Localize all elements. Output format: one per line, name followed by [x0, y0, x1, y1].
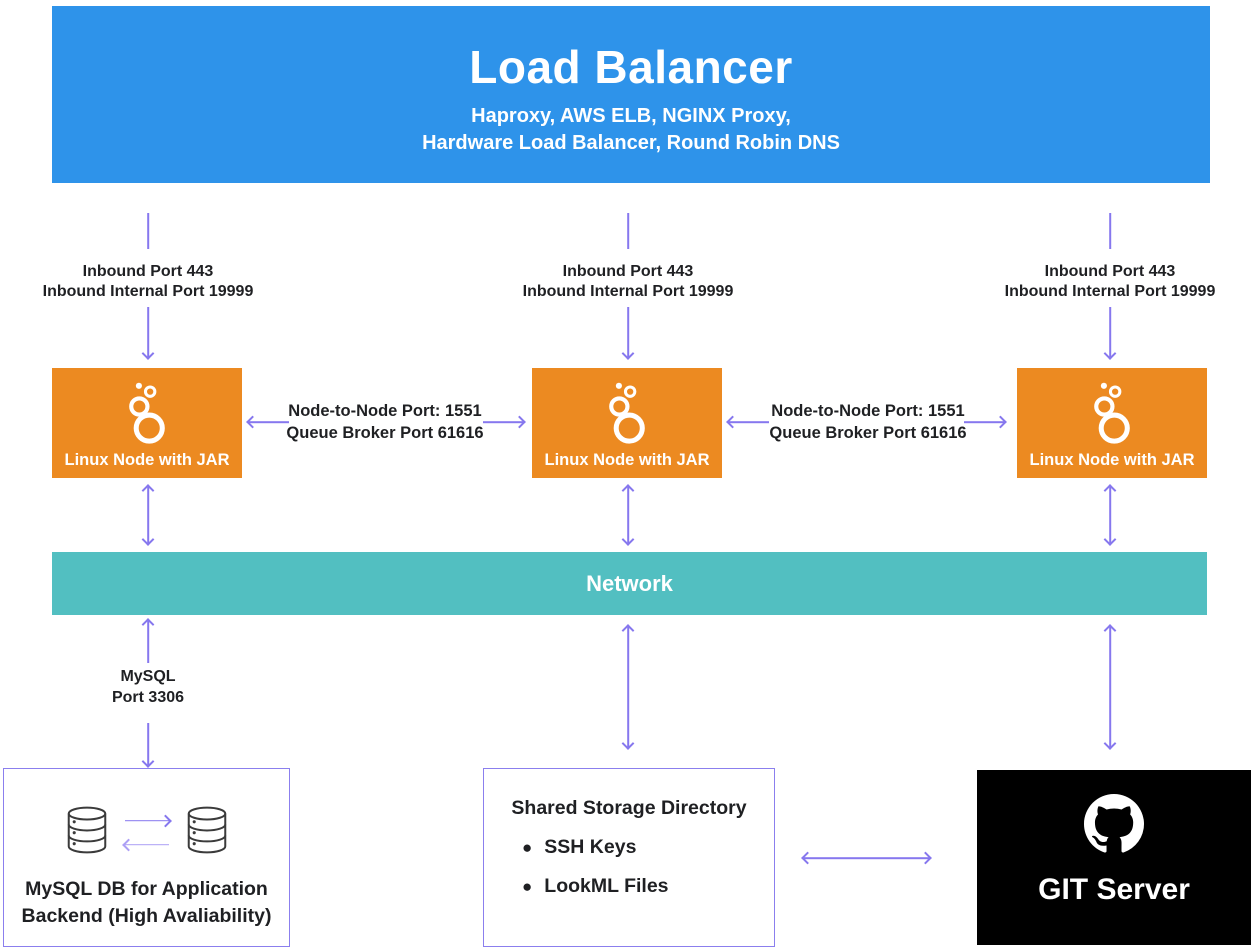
git-server-box: GIT Server: [977, 770, 1251, 945]
network-label: Network: [586, 571, 673, 596]
arrow-node-link-1-left: [246, 415, 290, 429]
looker-icon: [1080, 375, 1144, 452]
linux-node-box-right: Linux Node with JAR: [1017, 368, 1207, 478]
shared-storage-item-lookml-files: ● LookML Files: [522, 875, 774, 898]
load-balancer-subtitle-line1: Haproxy, AWS ELB, NGINX Proxy,: [471, 105, 791, 127]
shared-storage-item-label: SSH Keys: [544, 836, 637, 858]
linux-node-box-middle: Linux Node with JAR: [532, 368, 722, 478]
inbound-label-left-line2: Inbound Internal Port 19999: [42, 282, 254, 300]
node-link-label-1: Node-to-Node Port: 1551 Queue Broker Por…: [265, 401, 505, 444]
looker-icon: [595, 375, 659, 452]
db-sync-arrows: [121, 814, 172, 852]
shared-storage-title: Shared Storage Directory: [511, 797, 747, 819]
network-bar: Network: [52, 552, 1207, 615]
node-link-label-2: Node-to-Node Port: 1551 Queue Broker Por…: [748, 401, 988, 444]
linux-node-label: Linux Node with JAR: [64, 451, 230, 469]
arrow-lb-left-segment: [141, 212, 155, 250]
shared-storage-box: Shared Storage Directory ● SSH Keys ● Lo…: [483, 768, 775, 947]
linux-node-label: Linux Node with JAR: [1029, 451, 1195, 469]
node-link-label-2-line2: Queue Broker Port 61616: [769, 423, 967, 442]
arrow-node-network-middle: [621, 484, 635, 546]
inbound-label-left-line1: Inbound Port 443: [82, 263, 214, 280]
arrow-node-network-left: [141, 484, 155, 546]
arrow-into-node-middle: [621, 306, 635, 360]
looker-icon: [115, 375, 179, 452]
mysql-link-label-line1: MySQL: [120, 668, 176, 685]
db-sync-arrow-left: [121, 838, 170, 852]
arrow-node-link-2-right: [963, 415, 1007, 429]
mysql-db-label: MySQL DB for Application Backend (High A…: [4, 876, 289, 930]
load-balancer-box: Load Balancer Haproxy, AWS ELB, NGINX Pr…: [52, 6, 1210, 183]
arrow-network-mysql-down: [141, 722, 155, 768]
node-link-label-1-line1: Node-to-Node Port: 1551: [288, 402, 482, 420]
node-link-label-1-line2: Queue Broker Port 61616: [286, 423, 484, 442]
database-icon: [66, 805, 108, 860]
arrow-lb-right-segment: [1103, 212, 1117, 250]
git-server-label: GIT Server: [1038, 873, 1190, 906]
linux-node-box-left: Linux Node with JAR: [52, 368, 242, 478]
mysql-db-label-line2: Backend (High Avaliability): [21, 905, 272, 927]
mysql-replication-graphic: [4, 805, 289, 860]
inbound-label-right-line1: Inbound Port 443: [1044, 263, 1176, 280]
mysql-link-label-line2: Port 3306: [111, 689, 185, 706]
arrow-network-storage: [621, 624, 635, 750]
arrow-node-network-right: [1103, 484, 1117, 546]
bullet-icon: ●: [522, 837, 533, 857]
shared-storage-item-ssh-keys: ● SSH Keys: [522, 836, 774, 859]
arrow-into-node-right: [1103, 306, 1117, 360]
bullet-icon: ●: [522, 876, 533, 896]
load-balancer-subtitle: Haproxy, AWS ELB, NGINX Proxy, Hardware …: [52, 103, 1210, 157]
db-sync-arrow-right: [124, 814, 172, 828]
inbound-label-middle-line1: Inbound Port 443: [562, 263, 694, 280]
mysql-db-label-line1: MySQL DB for Application: [25, 878, 268, 900]
inbound-label-middle: Inbound Port 443 Inbound Internal Port 1…: [488, 262, 768, 301]
arrow-network-mysql-up: [141, 618, 155, 664]
mysql-link-label: MySQL Port 3306: [68, 666, 228, 708]
arrow-node-link-2-left: [726, 415, 770, 429]
shared-storage-list: ● SSH Keys ● LookML Files: [484, 836, 774, 898]
shared-storage-item-label: LookML Files: [544, 875, 669, 897]
load-balancer-title: Load Balancer: [469, 41, 793, 93]
inbound-label-right-line2: Inbound Internal Port 19999: [1004, 282, 1216, 300]
inbound-label-left: Inbound Port 443 Inbound Internal Port 1…: [8, 262, 288, 301]
github-icon: [977, 794, 1251, 859]
mysql-db-box: MySQL DB for Application Backend (High A…: [3, 768, 290, 947]
database-icon: [186, 805, 228, 860]
node-link-label-2-line1: Node-to-Node Port: 1551: [771, 402, 965, 420]
arrow-network-git: [1103, 624, 1117, 750]
load-balancer-subtitle-line2: Hardware Load Balancer, Round Robin DNS: [422, 132, 840, 154]
inbound-label-right: Inbound Port 443 Inbound Internal Port 1…: [970, 262, 1250, 301]
inbound-label-middle-line2: Inbound Internal Port 19999: [522, 282, 734, 300]
arrow-storage-git: [801, 851, 932, 865]
arrow-node-link-1-right: [482, 415, 526, 429]
linux-node-label: Linux Node with JAR: [544, 451, 710, 469]
arrow-lb-middle-segment: [621, 212, 635, 250]
arrow-into-node-left: [141, 306, 155, 360]
